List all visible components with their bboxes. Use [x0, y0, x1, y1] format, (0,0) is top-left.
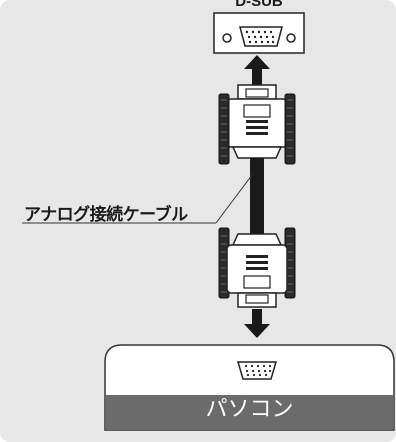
cable-label-leader — [22, 174, 253, 224]
up-arrow-icon — [244, 55, 270, 85]
dsub-port-label: D-SUB — [235, 0, 283, 10]
cable — [250, 158, 264, 234]
top-cable-connector — [218, 84, 296, 165]
monitor-dsub-port — [213, 12, 305, 54]
down-arrow-icon — [244, 309, 270, 338]
pc-box — [104, 344, 395, 431]
pc-label: パソコン — [205, 397, 294, 422]
cable-label: アナログ接続ケーブル — [24, 205, 188, 225]
pc-dsub-port — [236, 361, 278, 380]
bottom-cable-connector — [218, 227, 296, 308]
